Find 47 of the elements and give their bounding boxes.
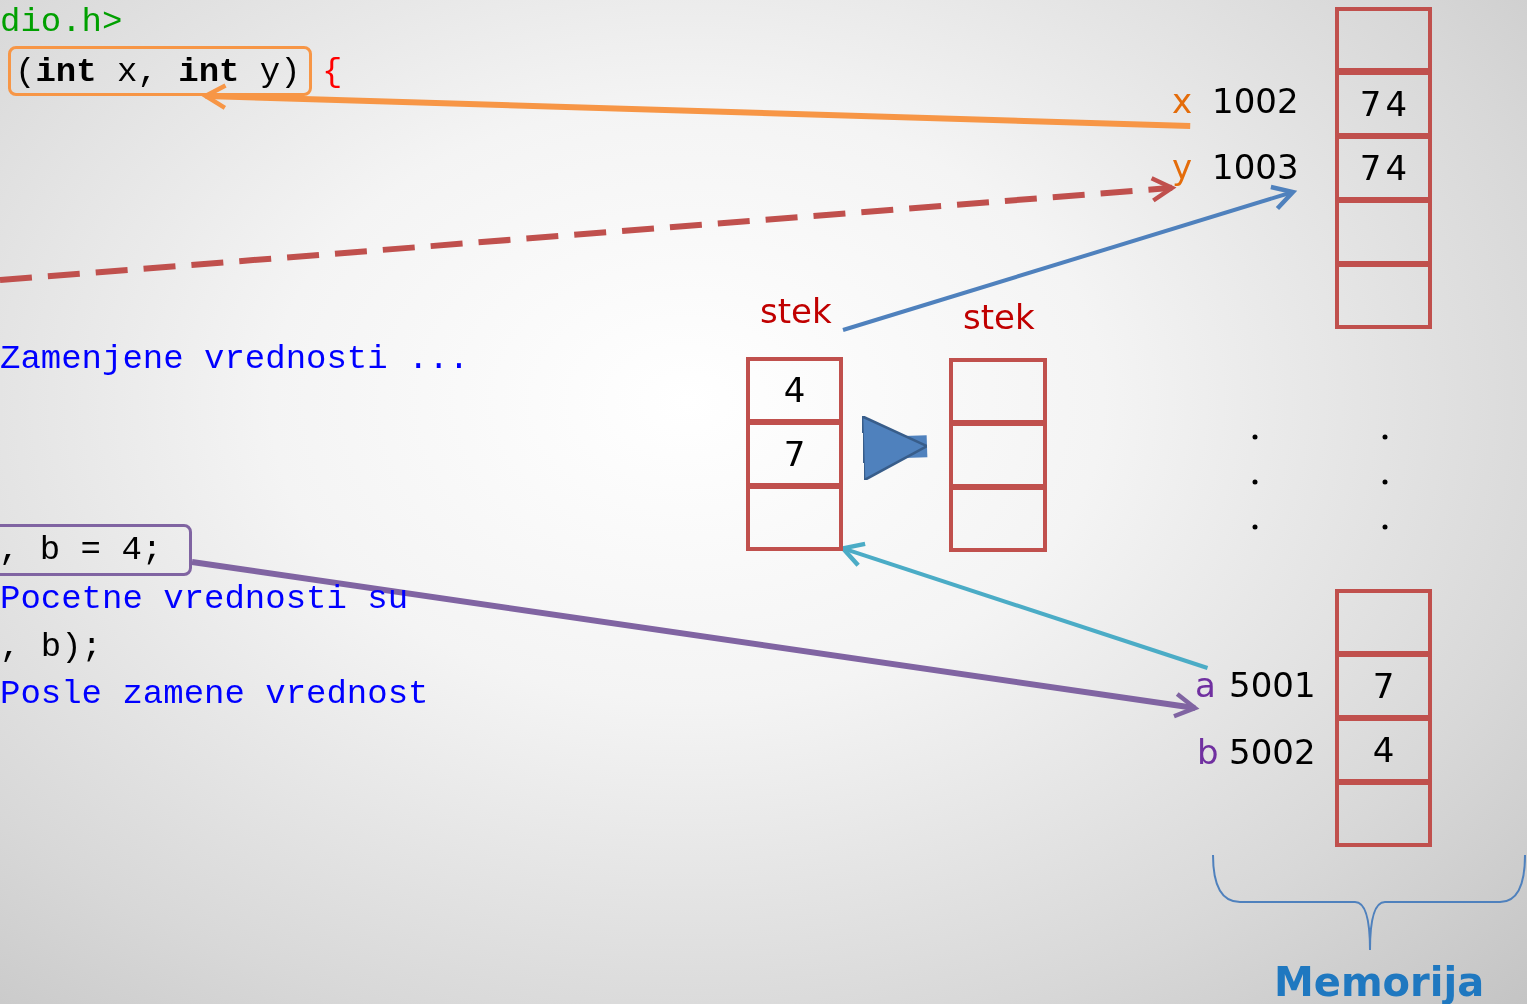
- memory-cell: [1335, 71, 1432, 137]
- memory-cell: [746, 421, 843, 487]
- variable-name: y: [1172, 150, 1193, 184]
- cell-value: 4: [1384, 151, 1409, 185]
- arrow: [840, 541, 1209, 670]
- memory-address: 1002: [1212, 84, 1299, 118]
- code-text: dio.h>: [0, 5, 123, 39]
- memory-cell: [746, 357, 843, 423]
- memory-cell: [1335, 199, 1432, 265]
- memory-cell: [1335, 717, 1432, 783]
- cell-value: 7: [782, 437, 807, 471]
- code-text: {: [322, 55, 343, 89]
- cell-value: 4: [782, 373, 807, 407]
- memory-cell: [1335, 589, 1432, 655]
- memory-cell: [949, 422, 1047, 488]
- memory-address: 5002: [1229, 735, 1316, 769]
- memory-title: Memorija: [1274, 962, 1485, 1002]
- arrow: [191, 559, 1198, 719]
- memory-cell: [949, 358, 1047, 424]
- memory-cell: [1335, 263, 1432, 329]
- memory-cell: [1335, 135, 1432, 201]
- cell-value: 4: [1371, 733, 1396, 767]
- code-text: Zamenjene vrednosti ...: [0, 342, 470, 376]
- variable-name: x: [1172, 84, 1193, 118]
- memory-cell: [1335, 7, 1432, 72]
- highlighted-code: (int x, int y): [8, 46, 312, 96]
- arrow: [842, 184, 1296, 332]
- arrow: [0, 175, 1175, 283]
- memory-cell: [746, 485, 843, 551]
- memory-cell: [949, 486, 1047, 552]
- memory-address: 5001: [1229, 668, 1316, 702]
- cell-value: 7: [1358, 151, 1383, 185]
- arrow: [203, 83, 1191, 129]
- variable-name: a: [1195, 668, 1216, 702]
- variable-name: b: [1197, 735, 1219, 769]
- memory-cell: [1335, 653, 1432, 719]
- memory-address: 1003: [1212, 150, 1299, 184]
- highlighted-code: , b = 4;: [0, 524, 192, 576]
- cell-value: 7: [1371, 669, 1396, 703]
- cell-value: 7: [1358, 87, 1383, 121]
- code-text: , b);: [0, 630, 103, 664]
- code-text: Posle zamene vrednost: [0, 677, 429, 711]
- memory-cell: [1335, 781, 1432, 847]
- cell-value: 4: [1384, 87, 1409, 121]
- block-arrow: [860, 415, 929, 482]
- stack-heading: stek: [963, 300, 1035, 334]
- stack-heading: stek: [760, 294, 832, 328]
